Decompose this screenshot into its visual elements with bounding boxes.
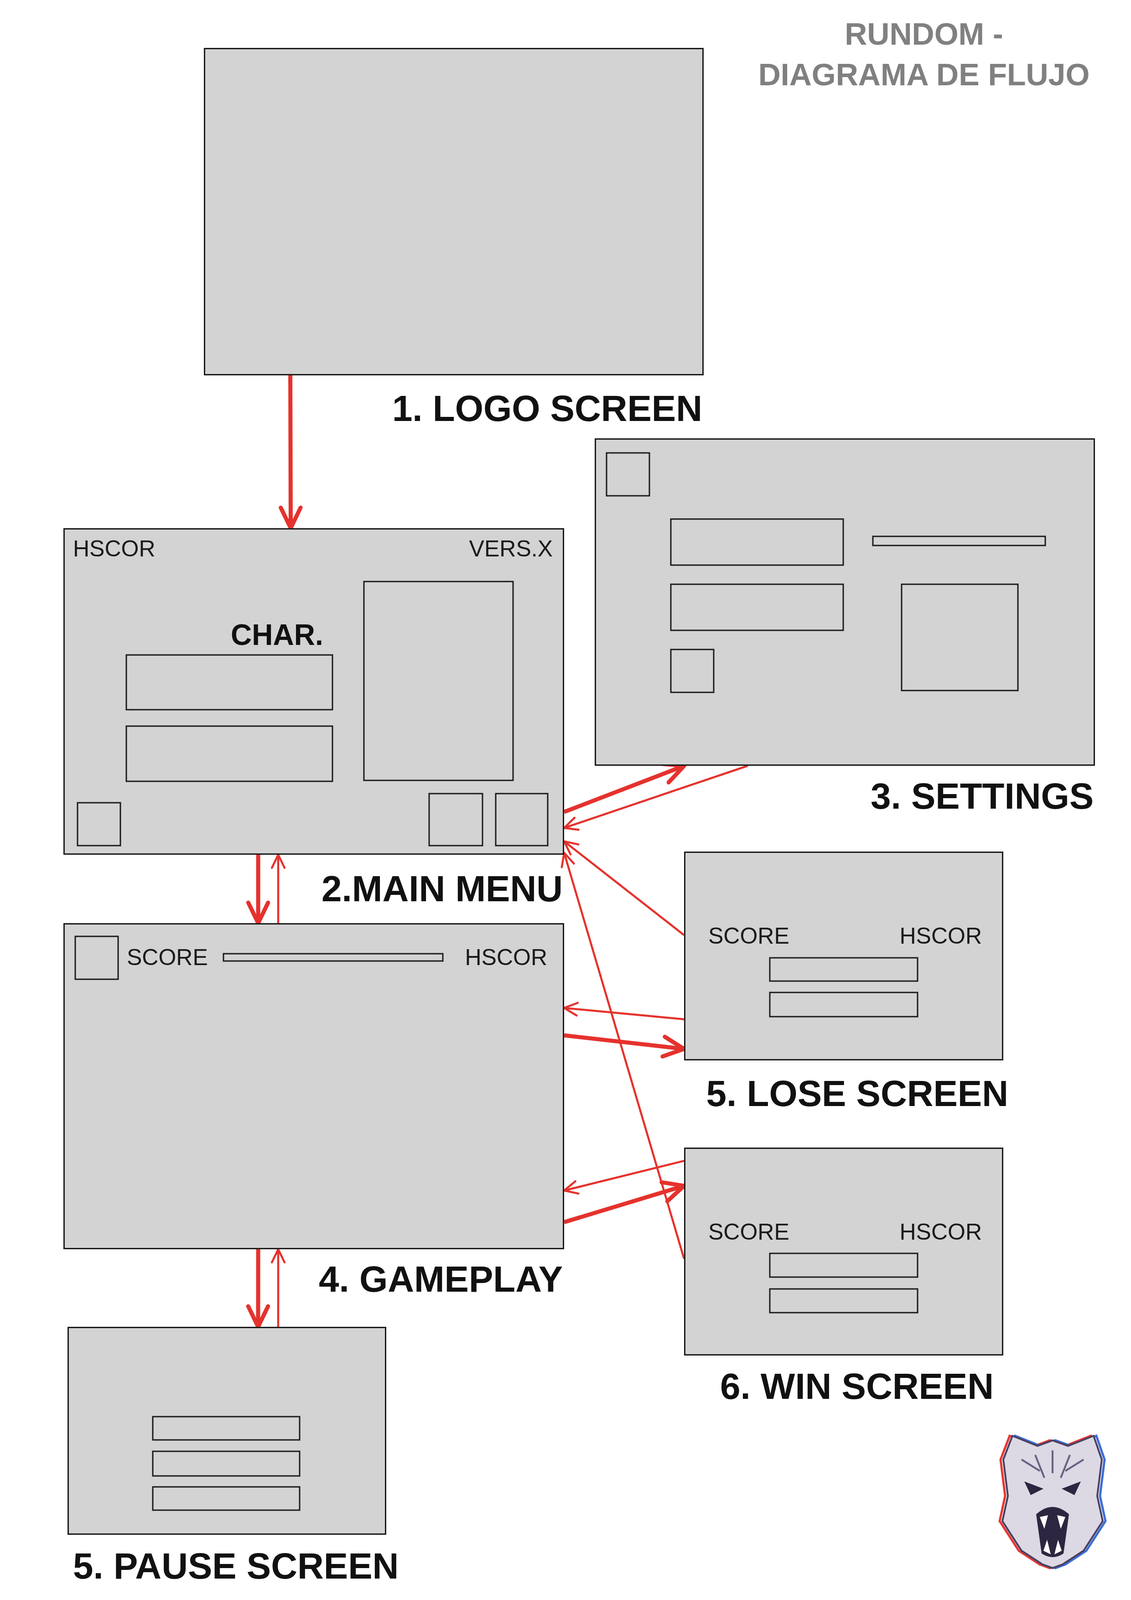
flow-arrow bbox=[564, 1160, 685, 1194]
pause-button bbox=[75, 936, 119, 980]
screen-box: HSCORVERS.XCHAR.2.MAIN MENU bbox=[63, 528, 565, 855]
screen-label: HSCOR bbox=[464, 944, 548, 971]
logo-eye bbox=[1061, 1481, 1081, 1495]
back-button bbox=[606, 452, 650, 496]
arrow-line bbox=[564, 1185, 685, 1223]
screen-heading: 4. GAMEPLAY bbox=[318, 1258, 563, 1301]
menu-button bbox=[152, 1416, 300, 1440]
arrow-head bbox=[662, 1036, 685, 1057]
slider-bar bbox=[872, 536, 1046, 546]
screen-box: SCOREHSCOR6. WIN SCREEN bbox=[684, 1147, 1004, 1356]
arrow-head bbox=[564, 1181, 579, 1194]
preview-panel bbox=[901, 584, 1018, 691]
arrow-head bbox=[561, 852, 575, 868]
arrow-line bbox=[256, 854, 261, 924]
screen-label: CHAR. bbox=[230, 617, 324, 652]
diagram-title: RUNDOM - DIAGRAMA DE FLUJO bbox=[757, 13, 1090, 95]
arrow-head bbox=[248, 1306, 268, 1327]
screen-heading: 2.MAIN MENU bbox=[321, 867, 563, 910]
logo-outline bbox=[1005, 1435, 1106, 1568]
flow-arrow bbox=[561, 852, 685, 1259]
screen-box: SCOREHSCOR5. LOSE SCREEN bbox=[684, 851, 1004, 1061]
arrow-head bbox=[564, 1002, 578, 1016]
screen-heading: 5. PAUSE SCREEN bbox=[72, 1545, 399, 1588]
arrow-head bbox=[661, 763, 685, 783]
flow-arrow bbox=[564, 765, 748, 830]
flow-arrow bbox=[271, 854, 285, 924]
arrow-head bbox=[564, 817, 579, 830]
arrow-head bbox=[280, 507, 301, 529]
arrow-line bbox=[277, 1249, 280, 1327]
screen-label: SCORE bbox=[708, 1219, 790, 1246]
screen-heading: 5. LOSE SCREEN bbox=[706, 1072, 1009, 1115]
menu-button bbox=[152, 1451, 300, 1476]
screen-label: HSCOR bbox=[72, 535, 156, 562]
arrow-head bbox=[248, 902, 268, 924]
flow-arrow bbox=[564, 1002, 685, 1020]
logo-outline bbox=[999, 1435, 1100, 1568]
screen-label: VERS.X bbox=[469, 535, 553, 562]
arrow-line bbox=[564, 765, 748, 828]
screen-heading: 3. SETTINGS bbox=[870, 775, 1094, 818]
logo-head bbox=[1002, 1435, 1103, 1568]
arrow-head bbox=[564, 841, 579, 855]
menu-button bbox=[126, 726, 333, 782]
menu-button bbox=[769, 1253, 918, 1277]
icon-button bbox=[77, 802, 121, 846]
screen-box: SCOREHSCOR4. GAMEPLAY bbox=[63, 923, 565, 1250]
menu-button bbox=[126, 654, 333, 710]
menu-button bbox=[769, 992, 918, 1017]
settings-button bbox=[670, 518, 844, 566]
screen-label: SCORE bbox=[708, 923, 790, 950]
flow-arrow bbox=[564, 1182, 685, 1222]
screen-label: HSCOR bbox=[899, 1219, 982, 1246]
studio-logo bbox=[999, 1435, 1106, 1568]
icon-button bbox=[495, 793, 548, 846]
logo-mouth bbox=[1036, 1506, 1069, 1557]
menu-button bbox=[769, 957, 918, 981]
logo-teeth bbox=[1039, 1514, 1066, 1555]
flow-arrow bbox=[248, 1249, 268, 1327]
flow-arrow bbox=[564, 763, 685, 812]
flow-arrow bbox=[564, 841, 685, 936]
arrow-head bbox=[271, 854, 285, 868]
checkbox bbox=[670, 649, 714, 693]
flow-arrow bbox=[280, 375, 301, 529]
screen-box: 1. LOGO SCREEN bbox=[203, 47, 704, 376]
menu-button bbox=[769, 1288, 918, 1313]
arrow-line bbox=[564, 852, 685, 1259]
menu-button bbox=[152, 1486, 300, 1510]
arrow-line bbox=[256, 1249, 261, 1327]
screen-label: HSCOR bbox=[899, 923, 982, 950]
icon-button bbox=[429, 793, 483, 846]
logo-lines bbox=[1021, 1450, 1084, 1478]
character-panel bbox=[363, 581, 514, 781]
arrow-line bbox=[564, 765, 685, 812]
arrow-line bbox=[564, 841, 685, 936]
screen-heading: 1. LOGO SCREEN bbox=[392, 387, 703, 430]
logo-eye bbox=[1024, 1481, 1044, 1495]
screen-label: SCORE bbox=[126, 944, 208, 971]
progress-bar bbox=[223, 953, 443, 961]
arrow-line bbox=[277, 854, 280, 924]
flow-arrow bbox=[248, 854, 268, 924]
arrow-line bbox=[288, 375, 293, 529]
arrow-head bbox=[271, 1249, 285, 1263]
screen-heading: 6. WIN SCREEN bbox=[720, 1365, 994, 1408]
flow-arrow bbox=[271, 1249, 285, 1327]
screen-box: 3. SETTINGS bbox=[594, 438, 1095, 766]
arrow-line bbox=[564, 1160, 685, 1191]
screen-box: 5. PAUSE SCREEN bbox=[67, 1326, 387, 1535]
settings-button bbox=[670, 584, 844, 631]
arrow-line bbox=[564, 1007, 685, 1020]
